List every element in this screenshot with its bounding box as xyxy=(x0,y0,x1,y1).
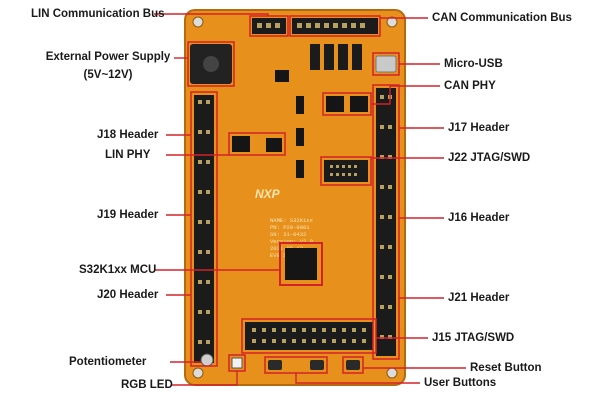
j17-header xyxy=(376,88,396,356)
small-chip xyxy=(296,160,304,178)
can-bus-outline xyxy=(289,15,381,37)
svg-text:NAME: S32K1xx: NAME: S32K1xx xyxy=(270,217,314,224)
can-phy-chip xyxy=(350,96,368,112)
lin-phy-outline xyxy=(228,132,286,156)
mcu-frame xyxy=(279,242,323,286)
j15-jtag-connector xyxy=(245,322,373,350)
lin-phy-chip xyxy=(266,138,282,152)
svg-text:EVB S32K: EVB S32K xyxy=(270,252,297,259)
mounting-hole xyxy=(386,16,398,28)
right-header-outline xyxy=(372,84,400,360)
callout-lines xyxy=(154,13,466,386)
user-button xyxy=(310,360,324,370)
label-j20: J20 Header xyxy=(97,289,159,301)
user-button xyxy=(268,360,282,370)
reset-button xyxy=(346,360,360,370)
label-mcu: S32K1xx MCU xyxy=(79,264,157,276)
small-chip xyxy=(296,96,304,114)
reset-outline xyxy=(342,356,364,374)
potentiometer-knob xyxy=(200,353,214,367)
left-header-outline xyxy=(190,91,218,367)
regulator xyxy=(275,70,289,82)
label-reset-button: Reset Button xyxy=(470,362,542,374)
label-ext-power-2: (5V~12V) xyxy=(83,69,133,81)
label-j21: J21 Header xyxy=(448,292,510,304)
mounting-hole xyxy=(192,367,204,379)
lin-bus-outline xyxy=(249,15,289,37)
power-outline xyxy=(187,41,235,87)
mounting-hole xyxy=(192,16,204,28)
j22-outline xyxy=(320,156,372,186)
label-ext-power-1: External Power Supply xyxy=(45,51,171,63)
can-phy-chip xyxy=(326,96,344,112)
label-can-bus: CAN Communication Bus xyxy=(432,12,572,24)
jumper-block xyxy=(310,44,362,70)
label-rgb-led: RGB LED xyxy=(121,379,173,391)
lin-phy-chip xyxy=(232,136,250,152)
mcu-chip xyxy=(285,248,317,280)
label-j19: J19 Header xyxy=(97,209,159,221)
j15-outline xyxy=(241,318,377,354)
label-j17: J17 Header xyxy=(448,122,510,134)
board-logo: NXP xyxy=(255,187,281,201)
label-j15: J15 JTAG/SWD xyxy=(432,332,515,344)
mounting-hole xyxy=(386,367,398,379)
micro-usb-connector xyxy=(375,55,397,73)
j22-jtag-connector xyxy=(324,160,368,182)
svg-text:PN: P20-0001: PN: P20-0001 xyxy=(270,224,310,231)
label-lin-phy: LIN PHY xyxy=(105,149,151,161)
label-potentiometer: Potentiometer xyxy=(69,356,147,368)
label-j16: J16 Header xyxy=(448,212,510,224)
svg-text:SN: 21-0432: SN: 21-0432 xyxy=(270,231,306,238)
label-user-buttons: User Buttons xyxy=(424,377,497,389)
label-lin-bus: LIN Communication Bus xyxy=(31,8,165,20)
label-j18: J18 Header xyxy=(97,129,159,141)
j18-header xyxy=(194,95,214,363)
label-micro-usb: Micro-USB xyxy=(444,58,503,70)
label-j22: J22 JTAG/SWD xyxy=(448,152,531,164)
small-chip xyxy=(296,128,304,146)
svg-text:Version: V2.0: Version: V2.0 xyxy=(270,238,313,245)
label-can-phy: CAN PHY xyxy=(444,80,496,92)
rgb-led xyxy=(231,357,243,369)
